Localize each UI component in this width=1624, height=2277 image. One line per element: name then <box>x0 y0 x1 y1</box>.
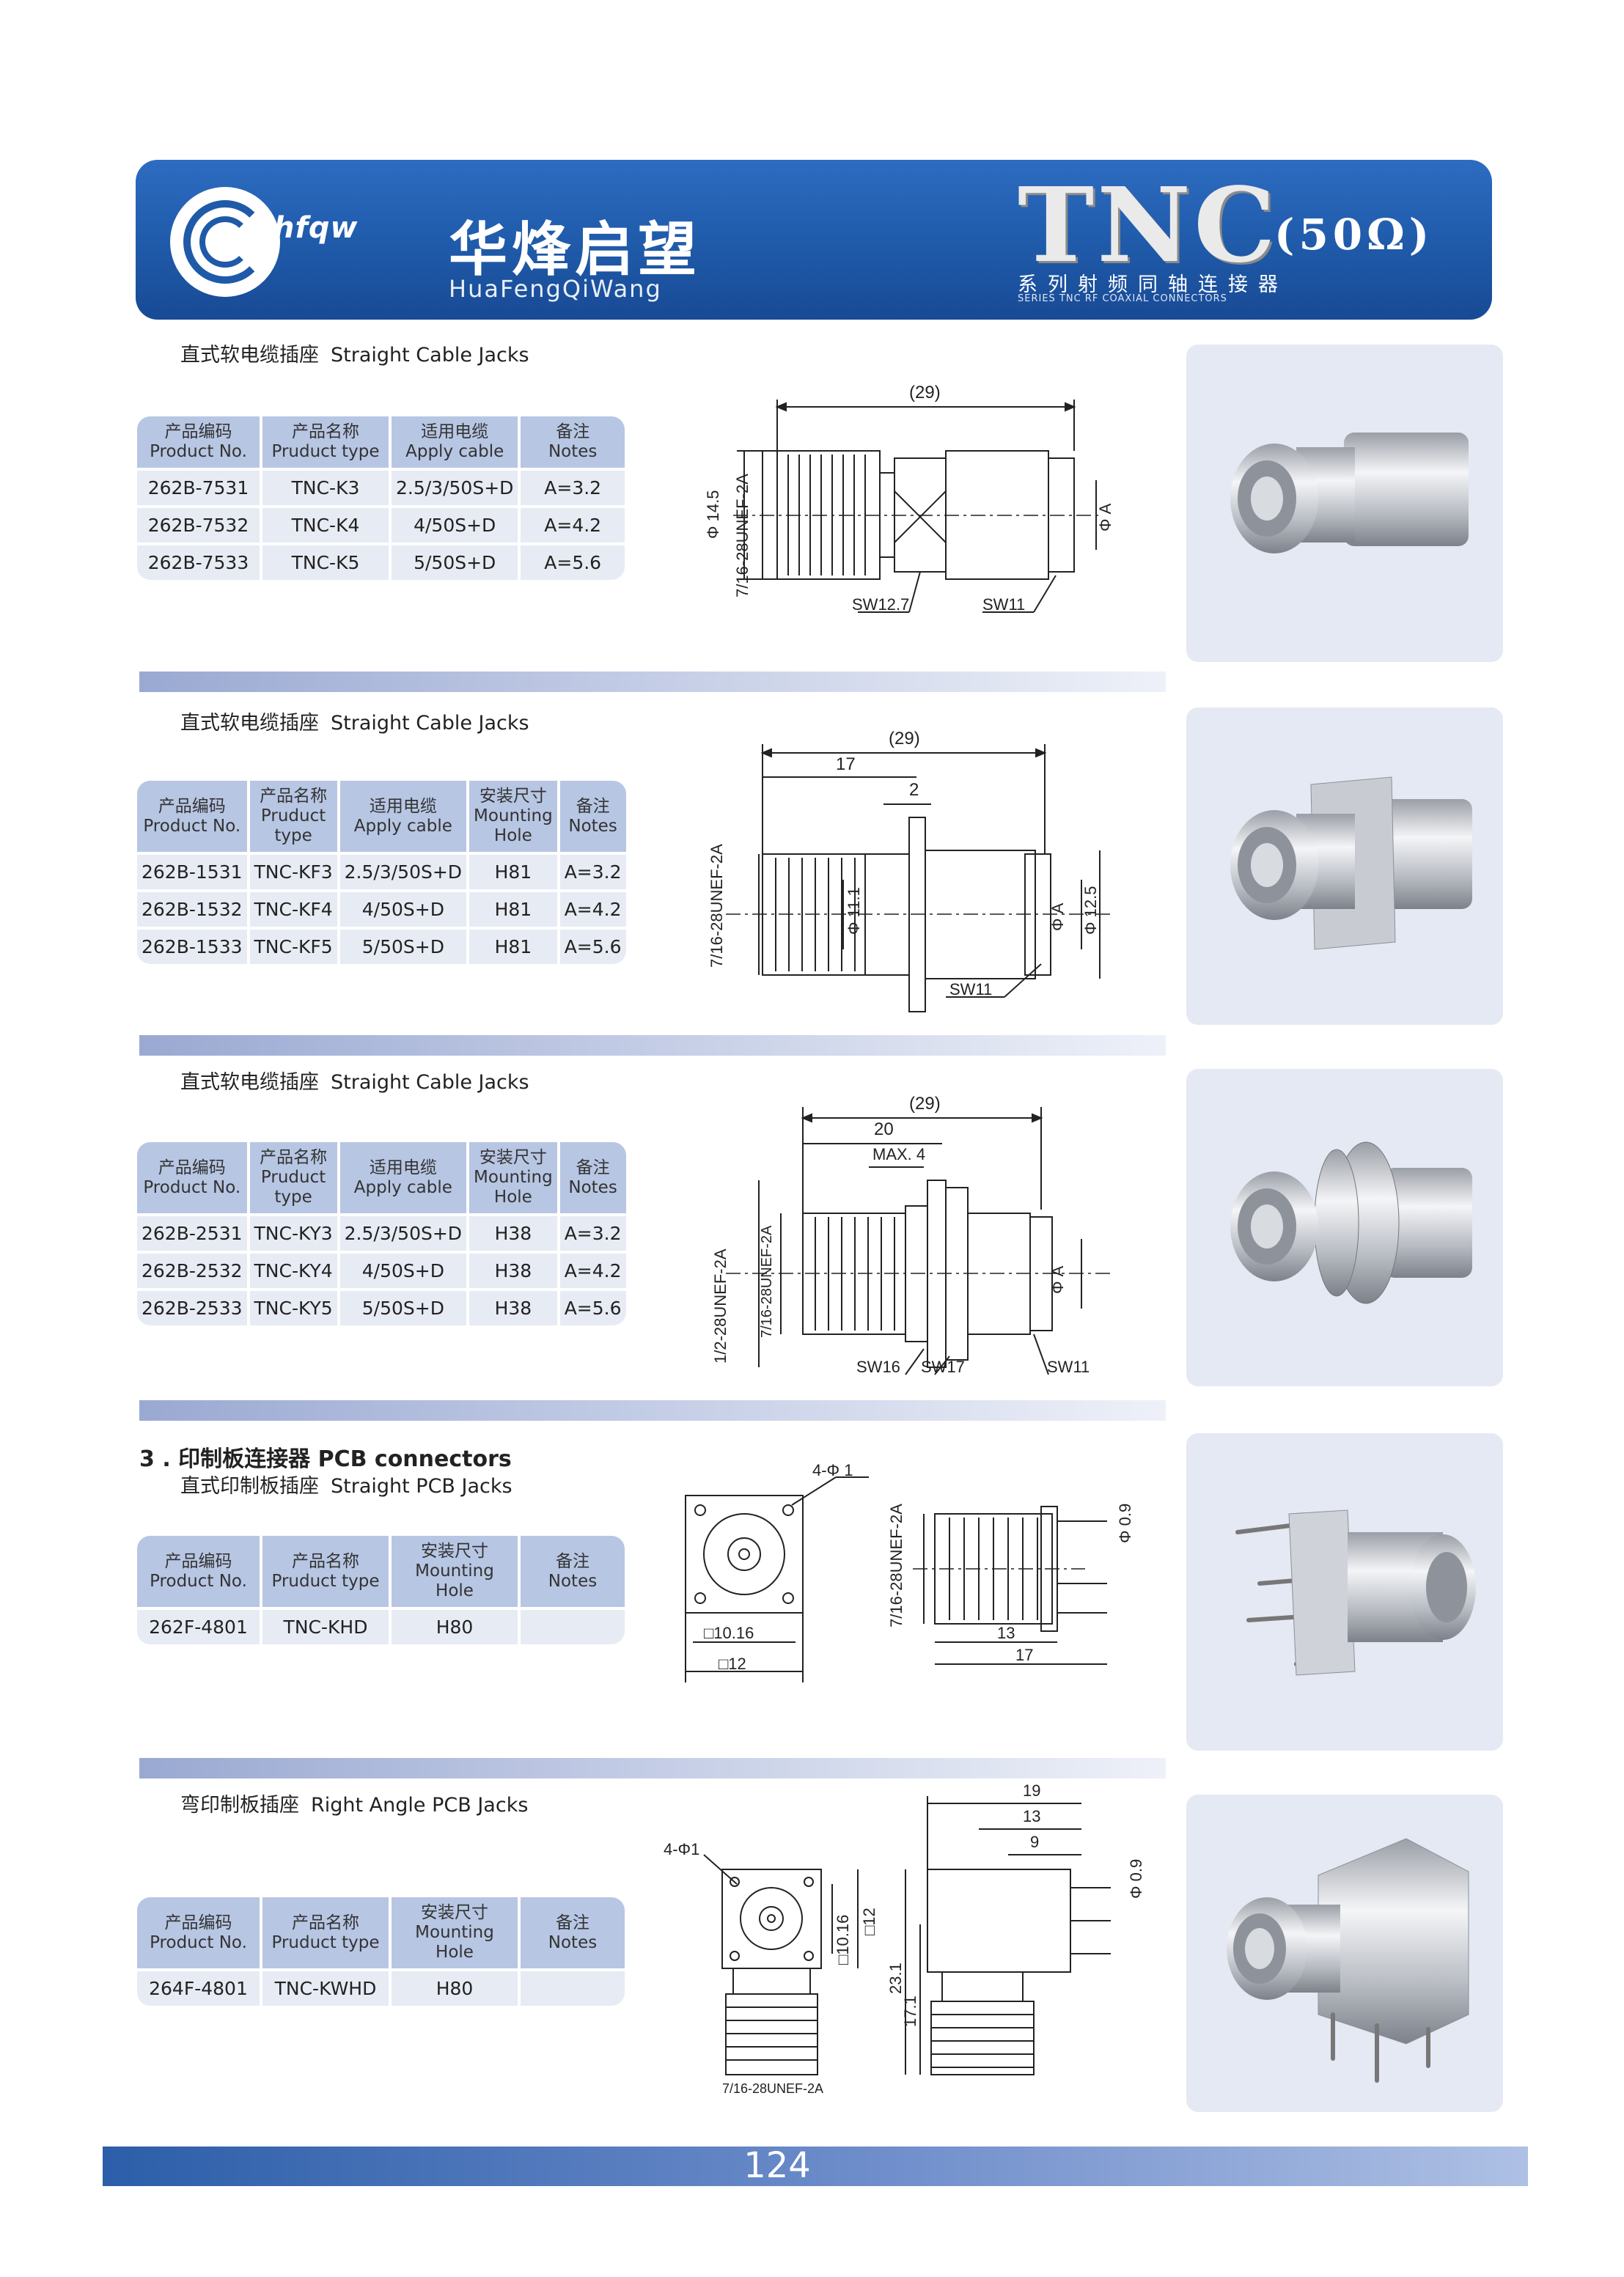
technical-drawing: 4-Φ 1 □10.16 □12 7/16-28UNEF-2A Φ 0.9 13… <box>685 1463 1134 1682</box>
svg-text:7/16-28UNEF-2A: 7/16-28UNEF-2A <box>733 474 752 597</box>
svg-text:SW11: SW11 <box>982 595 1025 614</box>
svg-text:7/16-28UNEF-2A: 7/16-28UNEF-2A <box>759 1225 775 1338</box>
svg-text:(29): (29) <box>889 729 920 748</box>
connector-image <box>1230 1141 1472 1304</box>
svg-text:7/16-28UNEF-2A: 7/16-28UNEF-2A <box>708 844 726 968</box>
series-subtitle-en: SERIES TNC RF COAXIAL CONNECTORS <box>1018 293 1227 304</box>
technical-drawing: (29) 17 2 7/16-28UNEF-2A Φ 11.1 Φ A Φ 12… <box>708 729 1114 1012</box>
svg-text:MAX. 4: MAX. 4 <box>872 1145 925 1163</box>
svg-text:SW12.7: SW12.7 <box>852 595 909 614</box>
svg-text:Φ A: Φ A <box>1096 503 1114 531</box>
section-divider <box>139 1035 1166 1056</box>
svg-text:□12: □12 <box>860 1908 878 1935</box>
svg-text:13: 13 <box>1023 1807 1040 1825</box>
group-title: 3 . 印制板连接器 PCB connectors <box>139 1446 512 1472</box>
logo-mark: hfqw <box>273 211 359 245</box>
series-subtitle-cn: 系列射频同轴连接器 <box>1018 273 1288 296</box>
page-number: 124 <box>743 2145 811 2186</box>
svg-text:SW11: SW11 <box>1047 1358 1090 1376</box>
technical-drawing: 4-Φ1 □10.16 □12 7/16-28UNEF-2A 19 13 9 Φ… <box>664 1781 1145 2096</box>
product-title: TNC <box>1018 166 1279 286</box>
svg-text:Φ A: Φ A <box>1048 1265 1067 1294</box>
impedance-label: (50Ω) <box>1274 210 1434 260</box>
svg-text:Φ 12.5: Φ 12.5 <box>1081 886 1100 935</box>
connector-image <box>1227 1838 1469 2083</box>
svg-text:4-Φ 1: 4-Φ 1 <box>812 1463 853 1479</box>
svg-text:(29): (29) <box>909 1094 941 1114</box>
connector-image <box>1230 433 1469 553</box>
section-divider <box>139 672 1166 692</box>
svg-text:Φ 0.9: Φ 0.9 <box>1127 1859 1145 1899</box>
svg-text:SW11: SW11 <box>949 980 992 998</box>
svg-text:17: 17 <box>836 754 856 774</box>
svg-text:2: 2 <box>909 780 919 800</box>
product-photo <box>1186 1433 1503 1751</box>
footer-bar <box>103 2147 1528 2186</box>
section-divider <box>139 1400 1166 1421</box>
svg-text:SW16: SW16 <box>856 1358 900 1376</box>
svg-text:1/2-28UNEF-2A: 1/2-28UNEF-2A <box>711 1248 730 1364</box>
brand-name-en: HuaFengQiWang <box>449 275 662 303</box>
technical-drawing: (29) 20 MAX. 4 1/2-28UNEF-2A 7/16-28UNEF… <box>711 1094 1114 1376</box>
svg-text:□10.16: □10.16 <box>704 1624 754 1642</box>
section-divider <box>139 1758 1166 1778</box>
svg-text:23.1: 23.1 <box>886 1963 905 1994</box>
svg-text:17.1: 17.1 <box>901 1995 919 2027</box>
svg-text:7/16-28UNEF-2A: 7/16-28UNEF-2A <box>887 1504 905 1627</box>
logo-icon <box>170 187 280 297</box>
product-photo <box>1186 1069 1503 1386</box>
svg-text:Φ A: Φ A <box>1048 902 1067 931</box>
svg-text:19: 19 <box>1023 1781 1040 1800</box>
svg-text:SW17: SW17 <box>921 1358 965 1376</box>
technical-drawing: (29) Φ 14.5 7/16-28UNEF-2A Φ A SW12.7 SW… <box>704 383 1114 614</box>
svg-text:9: 9 <box>1030 1833 1039 1851</box>
product-photo <box>1186 1795 1503 2112</box>
connector-image <box>1235 1509 1476 1676</box>
svg-text:13: 13 <box>997 1624 1015 1642</box>
svg-text:7/16-28UNEF-2A: 7/16-28UNEF-2A <box>722 2081 823 2096</box>
brand-name-cn: 华烽启望 <box>449 216 701 284</box>
product-photo <box>1186 707 1503 1025</box>
connector-image <box>1230 776 1472 950</box>
svg-text:Φ 0.9: Φ 0.9 <box>1116 1504 1134 1543</box>
svg-text:Φ 14.5: Φ 14.5 <box>704 490 722 539</box>
svg-text:□12: □12 <box>719 1655 746 1673</box>
svg-text:4-Φ1: 4-Φ1 <box>664 1840 699 1858</box>
svg-text:(29): (29) <box>909 383 941 402</box>
header-banner <box>136 160 1492 320</box>
svg-text:20: 20 <box>874 1119 894 1139</box>
svg-text:□10.16: □10.16 <box>834 1915 852 1965</box>
svg-text:Φ 11.1: Φ 11.1 <box>845 887 863 935</box>
svg-text:17: 17 <box>1015 1646 1033 1664</box>
product-photo <box>1186 345 1503 662</box>
